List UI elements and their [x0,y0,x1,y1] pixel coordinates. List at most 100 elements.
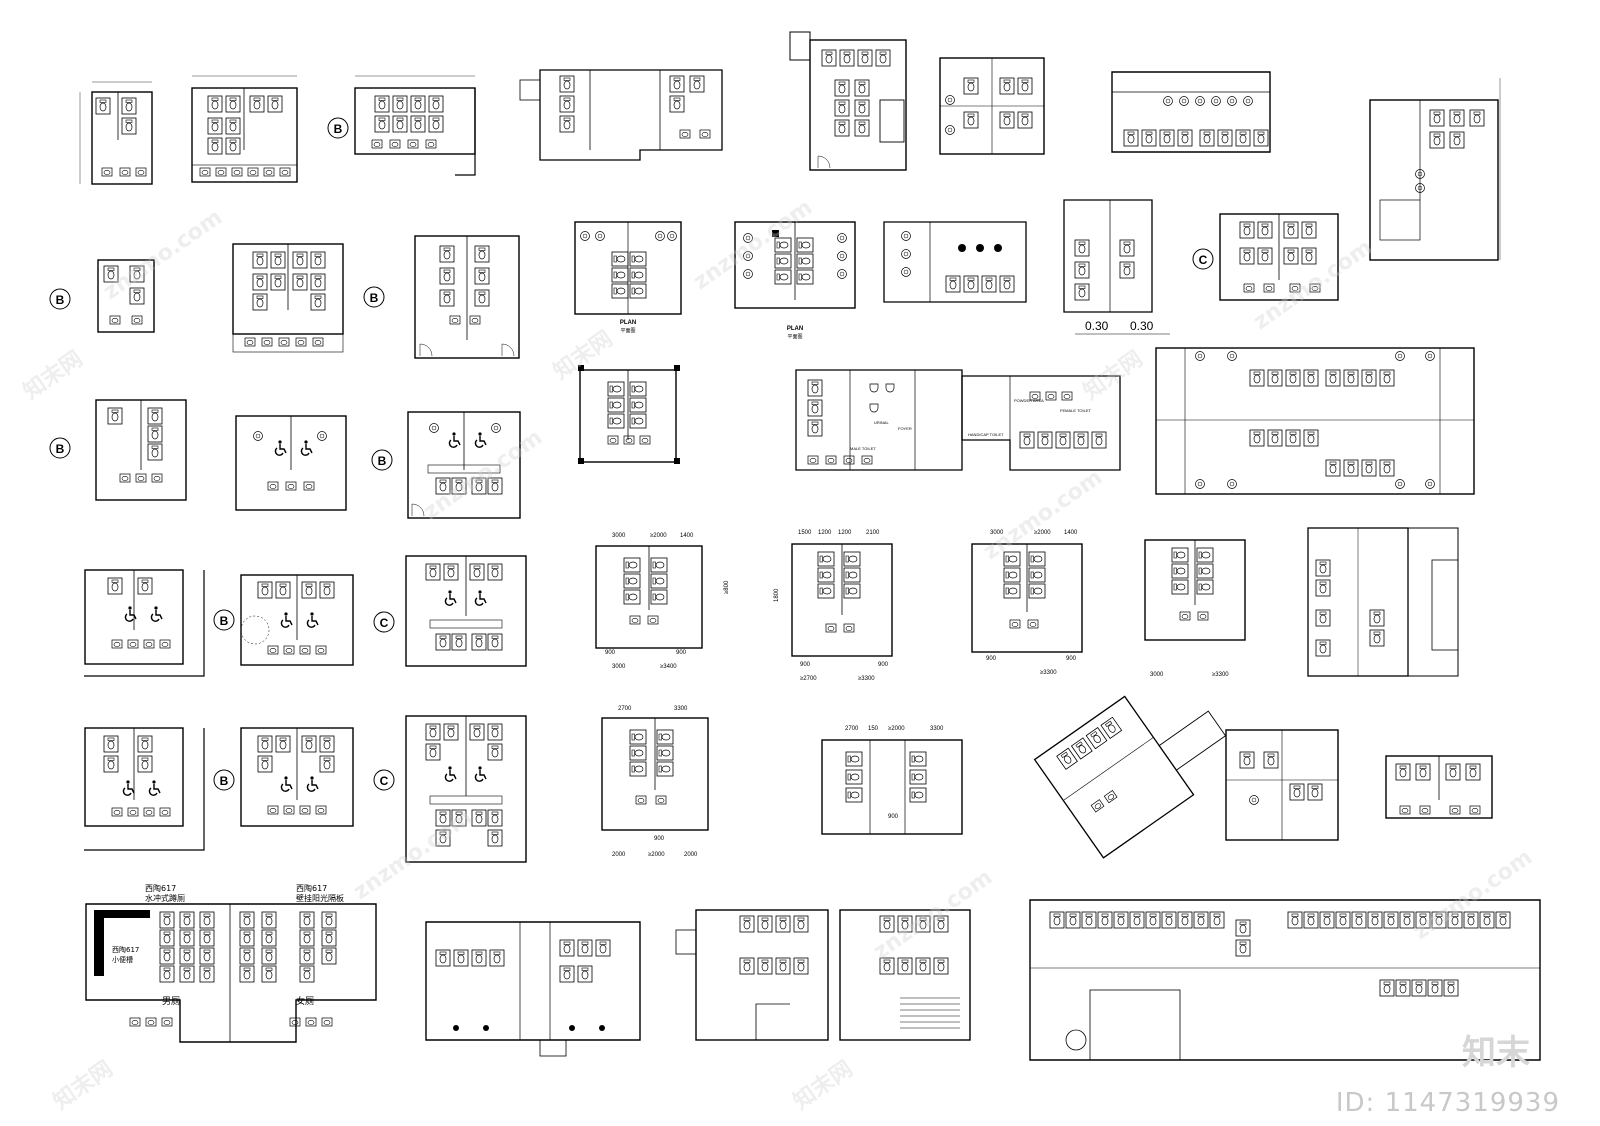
dim-2000: ≥2000 [888,726,905,732]
dim-900: 900 [654,836,665,842]
plan-r1-5 [789,31,907,171]
plan-r1-3: B [327,75,476,176]
watermark-site: znzmo.com [349,805,477,905]
plan-r6-2 [425,921,641,1057]
watermark-site: znzmo.com [689,195,817,295]
plan-r6-3 [675,909,829,1041]
grid-label-b: B [56,293,65,307]
watermark-site: znzmo.com [1409,845,1537,945]
stall-grid-right [239,911,337,983]
plan-r3-7 [1155,347,1475,495]
dim-900: 900 [986,656,997,662]
plan-r6-5 [1029,899,1541,1061]
watermark-site: znzmo.com [979,465,1107,565]
watermark-brand: 知末网 [549,326,618,385]
dim-3000: 3000 [612,533,626,539]
plan-r4-6: 3000 ≥2000 1400 900 900 ≥3300 [971,530,1083,676]
dim-2000: 2000 [684,852,698,858]
watermark-layer: znzmo.com znzmo.com znzmo.com znzmo.com … [19,195,1538,1115]
dim-900: 900 [888,814,899,820]
plan-title: PLAN [620,320,636,326]
plan-r2-8: C [1192,213,1339,301]
dim-1200b: 1200 [838,530,852,536]
plan-r4-2: B [213,574,354,666]
plan-r4-8 [1307,527,1459,677]
plan-r2-2 [232,243,344,353]
plan-r5-2: B [213,727,354,827]
plan-r2-1: B [49,259,155,333]
image-id-label: ID: 1147319939 [1335,1088,1560,1118]
plan-r1-6 [939,57,1045,155]
plan-r5-8 [1385,755,1493,819]
dim-1500: 1500 [798,530,812,536]
plan-r5-7 [1225,729,1339,841]
dim-150: 150 [868,726,879,732]
dim-3300: ≥3300 [1040,670,1057,676]
plan-r5-3: C [373,715,527,863]
dim-2000: ≥2000 [1034,530,1051,536]
dim-3300: ≥3300 [1212,672,1229,678]
fixture-a-line2: 水冲式蹲厕 [145,893,185,903]
stall-grid-left [159,911,215,983]
plan-title: PLAN [787,326,803,332]
plan-r3-1: B [49,399,187,501]
dim-800: ≥800 [724,580,730,594]
plan-r1-8 [1369,78,1501,261]
dim-1400: 1400 [1064,530,1078,536]
watermark-brand: 知末网 [19,346,88,405]
level-mark-a: 0.30 [1085,319,1109,333]
dim-3400: ≥3400 [660,664,677,670]
plan-r2-5: PLAN 平面图 [734,221,856,340]
dim-1200a: 1200 [818,530,832,536]
label-womens-room: 女厕 [296,995,314,1007]
plan-r4-5: 1500 1200 1200 2100 900 900 ≥2700 ≥3300 … [774,530,893,682]
fixture-b-line1: 西陶617 [296,883,327,893]
plan-r5-4: 2700 3300 2000 ≥2000 2000 900 [601,706,709,858]
dim-2000: ≥2000 [650,533,667,539]
brand-logo: 知末 [1462,1033,1530,1073]
plan-r1-7 [1111,71,1271,153]
dim-2700: 2700 [618,706,632,712]
urinal-trough-line1: 西陶617 [112,945,139,954]
grid-label-c: C [380,774,389,788]
fixture-b-line2: 壁挂阳光隔板 [296,893,344,903]
plan-r3-2 [235,415,347,511]
dim-1800: 1800 [774,588,780,602]
dim-1400: 1400 [680,533,694,539]
watermark-brand: 知末网 [1079,346,1148,405]
plan-r3-6: POWDER AREA FEMALE TOILET HANDICAP TOILE… [961,375,1121,471]
plan-r3-4 [578,365,680,464]
plan-r3-5: URINAL MALE TOILET FOYER [795,369,963,471]
grid-label-b: B [220,614,229,628]
dim-2000: 2000 [612,852,626,858]
label-foyer: FOYER [898,426,912,431]
dim-3300: 3300 [930,726,944,732]
grid-label-b: B [56,442,65,456]
plan-r1-4 [519,69,723,161]
plan-r4-7: 3000 ≥3300 [1144,539,1246,678]
label-urinal: URINAL [874,420,889,425]
dim-900: 900 [605,650,616,656]
grid-label-b: B [220,774,229,788]
dim-3300: ≥3300 [858,676,875,682]
dim-900: 900 [878,662,889,668]
plan-r6-4 [839,909,971,1041]
stair-treads [900,997,960,1029]
dim-900: 900 [1066,656,1077,662]
plan-r4-1 [84,569,205,677]
label-powder-area: POWDER AREA [1014,398,1044,403]
dim-3000-bottom: 3000 [612,664,626,670]
plan-r2-4: PLAN 平面图 [574,221,682,334]
urinal-trough-line2: 小便槽 [112,955,133,964]
plan-title-cn: 平面图 [620,328,635,334]
dim-2100: 2100 [866,530,880,536]
plan-r4-3: C [373,555,527,667]
dim-3000: 3000 [990,530,1004,536]
plan-r3-3: B [371,411,521,519]
watermark-brand: 知末网 [49,1056,118,1115]
grid-label-b: B [334,122,343,136]
plan-r6-1: 西陶617 水冲式蹲厕 西陶617 壁挂阳光隔板 西陶617 小便槽 男厕 女厕 [85,883,377,1043]
plan-r4-4: 3000 ≥2000 1400 900 900 3000 ≥3400 ≥800 [595,533,730,670]
level-mark-b: 0.30 [1130,319,1154,333]
